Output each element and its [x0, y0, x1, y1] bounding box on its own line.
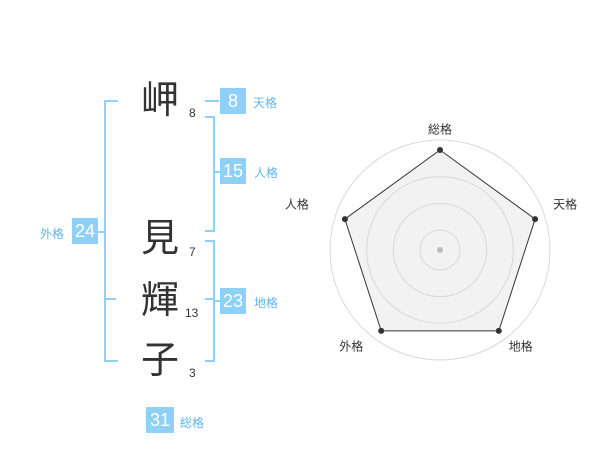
- radar-axis-label-1: 総格: [428, 122, 452, 137]
- name-char-3: 輝: [140, 278, 179, 322]
- name-char-4: 子: [140, 338, 179, 382]
- radar-point-1: [437, 147, 443, 153]
- chikaku-bracket-tick: [205, 298, 213, 300]
- radar-grid-1: [419, 229, 461, 271]
- stroke-count-1: 8: [189, 106, 196, 120]
- chikaku-label: 地格: [254, 296, 279, 310]
- jinkaku-badge: 15: [220, 158, 246, 184]
- radar-axis-label-2: 天格: [553, 197, 577, 212]
- radar-polygon: [344, 149, 536, 332]
- jinkaku-bracket: [205, 116, 215, 232]
- stroke-count-2: 7: [189, 245, 196, 259]
- gaikaku-bracket: [104, 100, 118, 362]
- radar-grid-3: [366, 176, 514, 324]
- gaikaku-label: 外格: [40, 227, 65, 241]
- jinkaku-label: 人格: [254, 166, 279, 180]
- gaikaku-badge: 24: [72, 218, 98, 244]
- name-char-2: 見: [140, 216, 179, 260]
- radar-point-5: [341, 216, 348, 223]
- tenkaku-label: 天格: [253, 96, 278, 110]
- radar-grid-2: [392, 202, 488, 298]
- gaikaku-bracket-link: [98, 231, 104, 233]
- tenkaku-bracket: [205, 100, 219, 102]
- stroke-count-3: 13: [185, 306, 199, 320]
- tenkaku-badge: 8: [220, 88, 246, 114]
- radar-axis-label-5: 人格: [285, 197, 309, 212]
- stroke-count-4: 3: [189, 366, 196, 380]
- soukaku-label: 総格: [180, 416, 205, 430]
- gaikaku-bracket-tick: [104, 298, 116, 300]
- chikaku-badge: 23: [220, 288, 246, 314]
- chikaku-bracket: [205, 240, 215, 362]
- radar-point-2: [532, 216, 539, 223]
- radar-point-4: [378, 327, 385, 334]
- jinkaku-bracket-link: [215, 171, 220, 173]
- radar-axis-label-3: 地格: [509, 338, 533, 353]
- soukaku-badge: 31: [146, 407, 174, 433]
- chikaku-bracket-link: [215, 300, 220, 302]
- radar-center: [437, 247, 443, 253]
- radar-point-3: [495, 327, 502, 334]
- radar-axis-label-4: 外格: [339, 338, 363, 353]
- name-char-1: 岬: [140, 78, 179, 122]
